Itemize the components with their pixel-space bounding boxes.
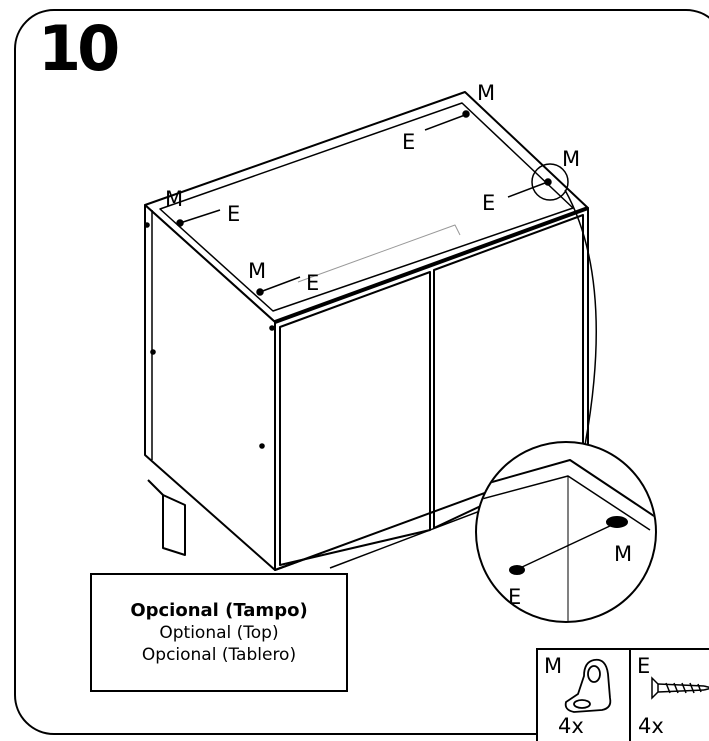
- fitting-markers: [176, 110, 552, 296]
- label-e-2: E: [482, 191, 495, 215]
- detail-circle-large: [475, 441, 657, 623]
- label-e-3: E: [227, 202, 240, 226]
- label-m-3: M: [165, 187, 183, 211]
- detail-connector: [564, 189, 597, 446]
- part-e-qty: 4x: [638, 714, 664, 738]
- note-line-2: Optional (Top): [159, 622, 279, 643]
- detail-circle-small: [531, 163, 569, 201]
- step-frame: [14, 9, 709, 735]
- note-line-3: Opcional (Tablero): [141, 644, 297, 665]
- cabinet-top-inner: [159, 102, 574, 312]
- label-m-1: M: [477, 81, 495, 105]
- label-m-detail: M: [614, 542, 632, 566]
- part-m-qty: 4x: [558, 714, 584, 738]
- parts-divider: [629, 650, 631, 741]
- label-m-2: M: [562, 147, 580, 171]
- step-number: 10: [38, 12, 120, 85]
- optional-top-note: Opcional (Tampo) Optional (Top) Opcional…: [90, 573, 348, 692]
- screw-icon: [651, 676, 709, 700]
- cabinet-leg: [162, 494, 186, 556]
- label-e-4: E: [306, 271, 319, 295]
- cam-lock-bracket-icon: [564, 658, 612, 713]
- label-e-1: E: [402, 130, 415, 154]
- part-m-letter: M: [544, 654, 563, 678]
- label-m-4: M: [248, 259, 266, 283]
- part-e-letter: E: [637, 654, 651, 678]
- parts-box: M 4x E 4x: [536, 648, 709, 741]
- label-e-detail: E: [508, 585, 521, 609]
- note-line-1: Opcional (Tampo): [130, 599, 308, 621]
